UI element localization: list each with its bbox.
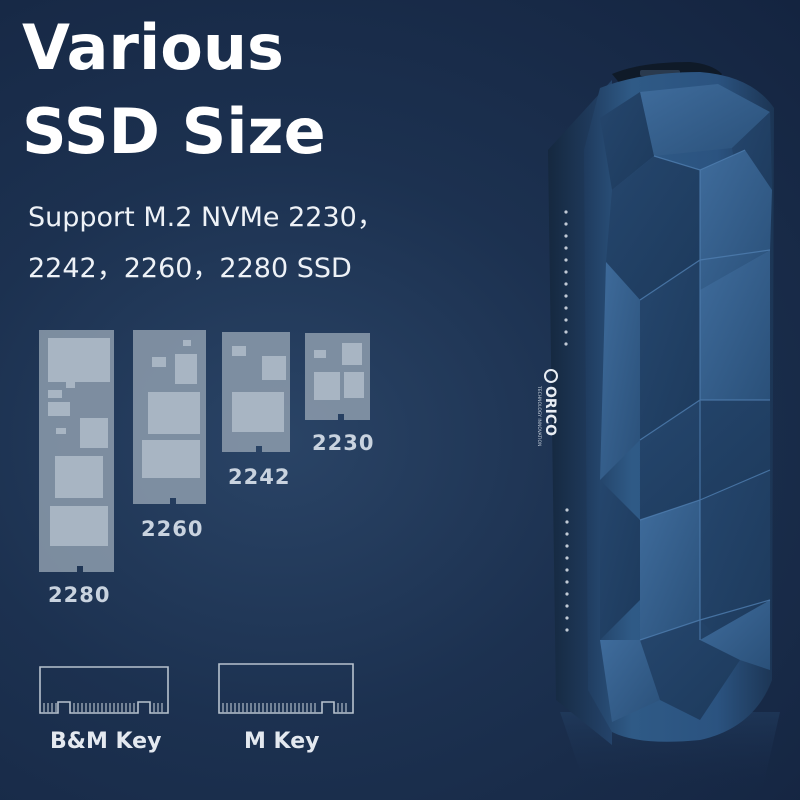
ssd-2242-card	[222, 332, 290, 452]
svg-text:TECHNOLOGY INNOVATION: TECHNOLOGY INNOVATION	[536, 385, 542, 446]
ssd-2280-card	[39, 330, 114, 572]
orico-logo: ORICO TECHNOLOGY INNOVATION	[536, 369, 558, 446]
ssd-2242-label: 2242	[228, 465, 291, 489]
bm-key-label: B&M Key	[50, 729, 162, 754]
subtitle-line-2: 2242，2260，2280 SSD	[28, 253, 352, 284]
ssd-2260-label: 2260	[141, 517, 204, 541]
ssd-2230-card	[305, 333, 370, 420]
subtitle-line-1: Support M.2 NVMe 2230，	[28, 202, 384, 233]
subtitle: Support M.2 NVMe 2230， 2242，2260，2280 SS…	[28, 192, 384, 294]
svg-text:ORICO: ORICO	[542, 386, 558, 436]
ssd-2280-label: 2280	[48, 583, 111, 607]
ssd-enclosure	[548, 62, 774, 745]
headline-line-1: Various	[22, 11, 284, 84]
headline-line-2: SSD Size	[22, 95, 326, 168]
bm-key-connector-icon	[39, 666, 169, 714]
headline: Various SSD Size	[22, 6, 326, 174]
m-key-label: M Key	[244, 729, 320, 754]
enclosure-reflection	[560, 712, 780, 800]
ssd-2260-card	[133, 330, 206, 504]
ssd-2230-label: 2230	[312, 431, 375, 455]
m-key-connector-icon	[218, 663, 354, 714]
